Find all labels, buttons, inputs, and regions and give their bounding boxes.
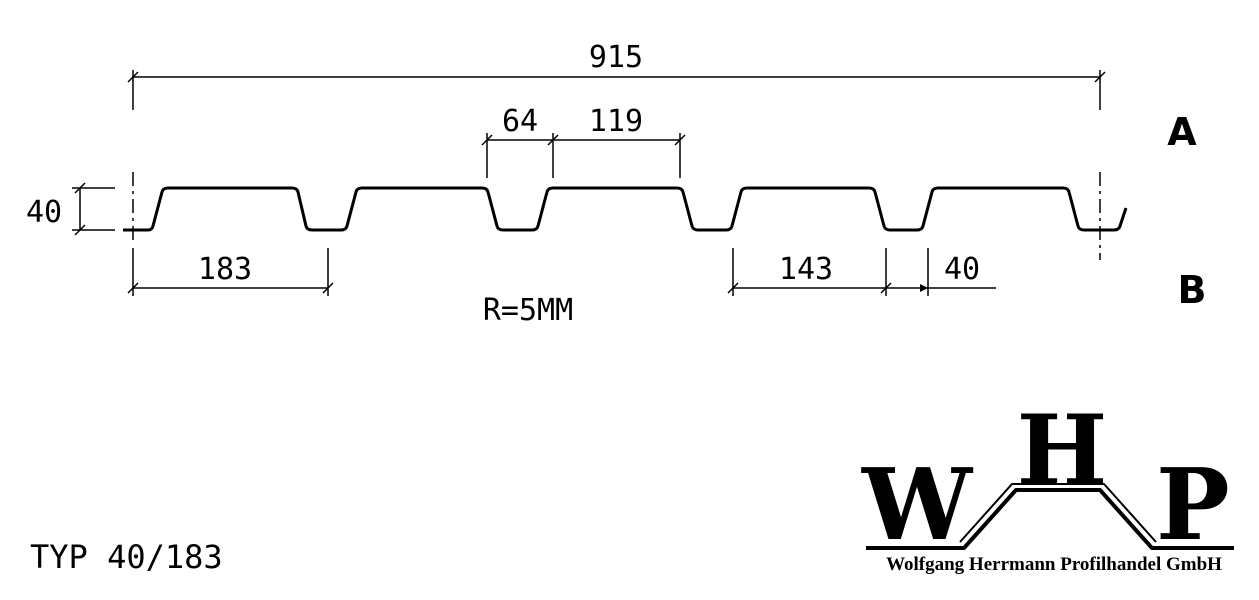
logo-roof-line-inner [959, 483, 1157, 543]
logo-roof-line [866, 488, 1234, 550]
profile-outline [123, 186, 1128, 232]
dim-height [72, 182, 115, 236]
company-logo: W H P Wolfgang Herrmann Profilhandel Gmb… [861, 394, 1234, 575]
dim-pitch-label: 183 [198, 252, 252, 287]
logo-letter-w: W [861, 448, 974, 563]
radius-note: R=5MM [483, 293, 573, 328]
dim-top-flange-label: 64 [502, 104, 538, 139]
side-label-a: A [1167, 110, 1197, 154]
dim-lower-right [727, 248, 996, 296]
dim-upper [481, 133, 686, 178]
logo-letter-p: P [1156, 448, 1230, 563]
dim-overall-label: 915 [589, 40, 643, 75]
side-label-b: B [1178, 268, 1207, 312]
dim-40-label: 40 [944, 252, 980, 287]
type-label: TYP 40/183 [30, 538, 223, 576]
dim-height-label: 40 [26, 195, 62, 230]
dim-119-label: 119 [589, 104, 643, 139]
dim-overall [127, 70, 1106, 110]
logo-company-name: Wolfgang Herrmann Profilhandel GmbH [886, 554, 1222, 575]
dim-143-label: 143 [779, 252, 833, 287]
dim-pitch [127, 248, 334, 296]
